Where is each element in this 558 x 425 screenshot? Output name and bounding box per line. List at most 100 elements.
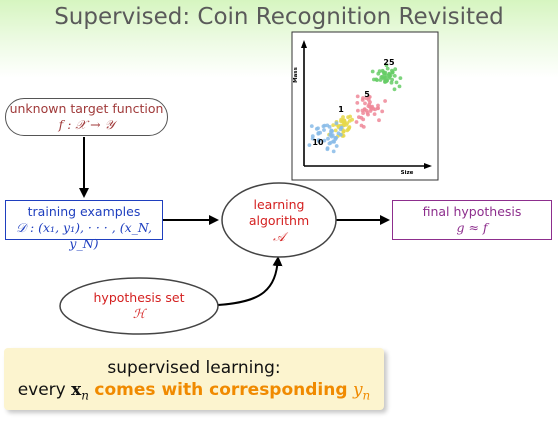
scatter-point [392,74,397,78]
hypothesis-set-symbol: ℋ [132,306,146,321]
scatter-point [334,144,339,148]
scatter-point [376,106,380,111]
scatter-point [329,129,333,134]
summary-box: supervised learning: every xn comes with… [4,348,384,410]
summary-emphasis: comes with corresponding [94,380,348,400]
hypothesis-set-ellipse [59,277,219,335]
cluster-label-5: 5 [364,90,370,99]
scatter-point [385,78,389,83]
scatter-point [384,73,389,78]
scatter-point [354,120,359,124]
scatter-point [331,149,336,154]
scatter-point [392,87,397,92]
summary-var-sub: n [81,388,90,403]
scatter-point [355,94,360,99]
scatter-point [327,141,332,146]
cluster-label-10: 10 [312,138,324,147]
scatter-point [310,136,315,141]
scatter-point [345,121,350,125]
algorithm-symbol: 𝒜 [273,229,285,244]
cluster-label-1: 1 [338,105,344,114]
scatter-point [398,76,403,80]
target-function-formula: f : 𝒳 → 𝒴 [58,117,115,132]
scatter-point [361,117,366,122]
scatter-point [364,108,369,113]
algorithm-ellipse [221,182,337,258]
scatter-point [327,125,332,129]
scatter-point [338,132,343,137]
learning-algorithm-node: learning algorithm 𝒜 [222,197,336,245]
scatter-point [389,80,394,85]
scatter-point [390,68,394,73]
scatter-point [350,117,354,122]
summary-line1: supervised learning: [107,358,281,378]
summary-var: x [71,380,82,400]
scatter-point [321,124,326,129]
scatter-point [341,115,345,119]
scatter-point [366,98,371,102]
y-axis-arrow [301,40,307,48]
x-axis-arrow [424,163,432,169]
scatter-point [394,80,399,85]
scatter-point [336,124,341,128]
final-hypothesis-node: final hypothesis g ≈ f [392,200,552,240]
scatter-point [357,115,361,119]
algorithm-line1: learning [253,197,305,212]
scatter-point [355,101,360,105]
scatter-point [348,114,352,119]
scatter-point [370,69,375,74]
scatter-point [369,105,374,110]
scatter-point [375,78,379,82]
target-function-node: unknown target function f : 𝒳 → 𝒴 [5,98,168,136]
final-hypothesis-title: final hypothesis [422,204,522,219]
scatter-point [383,99,387,103]
header-gradient [0,0,558,78]
scatter-point [326,136,330,141]
scatter-point [385,66,390,71]
scatter-point [384,63,389,68]
training-examples-node: training examples 𝒟 : (x₁, y₁), · · · , … [5,200,163,251]
scatter-point [316,138,321,142]
scatter-point [380,109,385,114]
scatter-point [372,112,377,116]
scatter-point [361,125,366,129]
scatter-point [372,77,376,82]
algorithm-line2: algorithm [248,213,310,228]
hypothesis-set-node: hypothesis set ℋ [60,290,218,322]
x-axis-label: Size [401,170,414,176]
training-examples-title: training examples [27,204,141,219]
scatter-point [367,102,372,107]
scatter-point [377,118,381,123]
scatter-point [360,98,365,102]
scatter-point [347,125,352,129]
scatter-point [376,71,381,76]
scatter-point [360,108,365,113]
scatter-point [397,84,402,89]
y-axis-label: Mass [293,66,299,82]
scatter-point [331,123,336,127]
summary-tail-sub: n [362,388,371,403]
cluster-label-25: 25 [383,58,395,67]
scatter-point [325,147,330,152]
scatter-point [380,68,385,73]
scatter-point [363,101,367,106]
final-hypothesis-formula: g ≈ f [456,220,488,235]
hypothesis-set-title: hypothesis set [93,290,185,305]
slide-title: Supervised: Coin Recognition Revisited [54,4,504,30]
scatter-point [339,125,344,130]
scatter-point [378,78,383,82]
summary-line2: every xn comes with corresponding yn [4,379,384,406]
scatter-point [334,121,339,126]
scatter-point [386,76,391,80]
target-function-title: unknown target function [9,101,164,116]
scatter-point [393,67,398,72]
scatter-point [376,103,380,108]
scatter-point [322,128,326,132]
summary-prefix: every [17,380,66,400]
scatter-point [307,143,312,148]
scatter-point [342,118,346,123]
scatter-point [309,124,314,128]
arrow-hypset-to-algorithm [217,256,283,306]
